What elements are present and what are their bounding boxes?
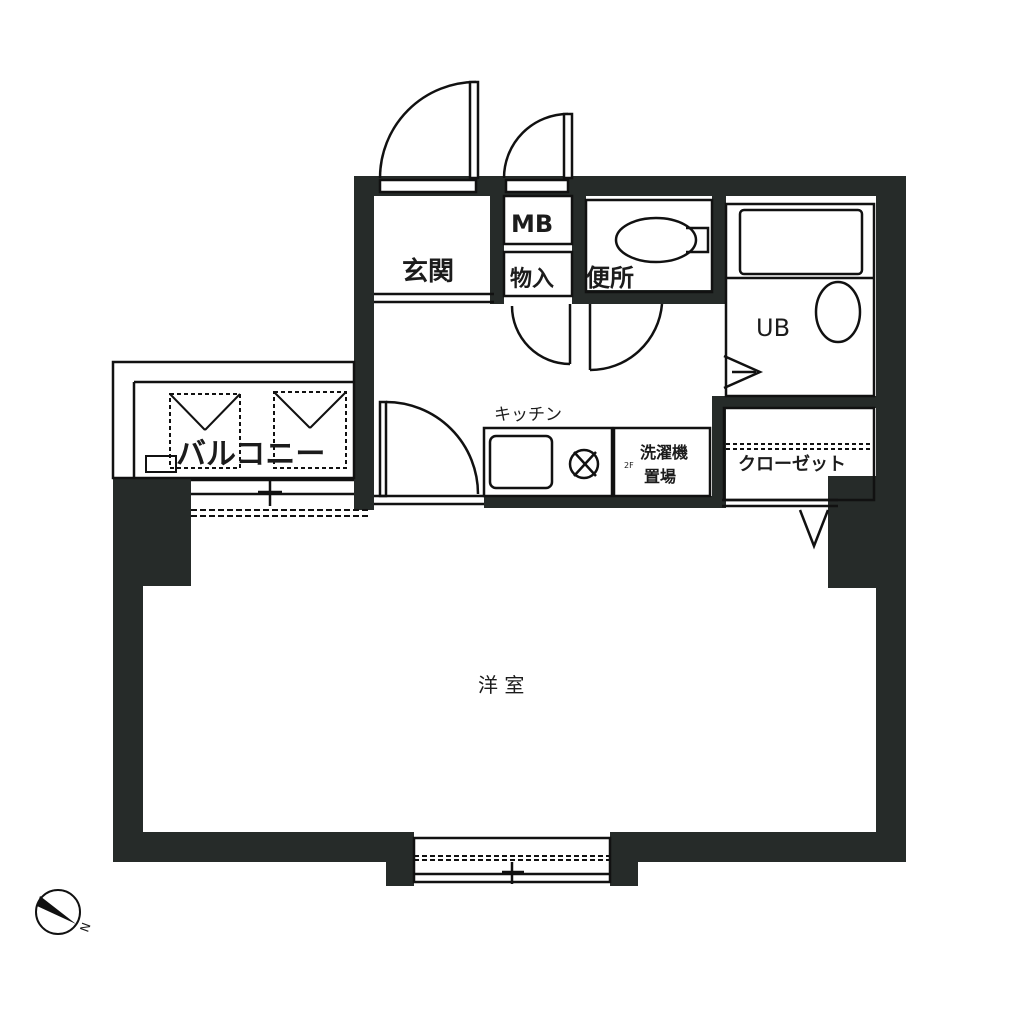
room-label-meter-box: MB <box>511 210 553 238</box>
room-label-closet: クローゼット <box>738 453 846 475</box>
compass-north-label: N <box>77 921 93 934</box>
compass-icon: N <box>35 889 94 935</box>
walls <box>113 176 906 886</box>
room-label-balcony: バルコニー <box>176 437 325 472</box>
room-label-unit-bath: UB <box>756 314 790 342</box>
room-label-toilet: 便所 <box>586 264 634 292</box>
room-label-laundry-2: 置場 <box>644 467 676 486</box>
room-label-western-room: 洋 室 <box>478 673 524 697</box>
laundry-note: 2F <box>624 461 634 470</box>
room-label-kitchen: キッチン <box>494 405 562 425</box>
room-label-laundry-1: 洗濯機 <box>640 443 688 462</box>
thin-lines <box>111 80 876 884</box>
room-label-entrance: 玄関 <box>402 256 454 287</box>
room-label-storage: 物入 <box>510 266 554 292</box>
